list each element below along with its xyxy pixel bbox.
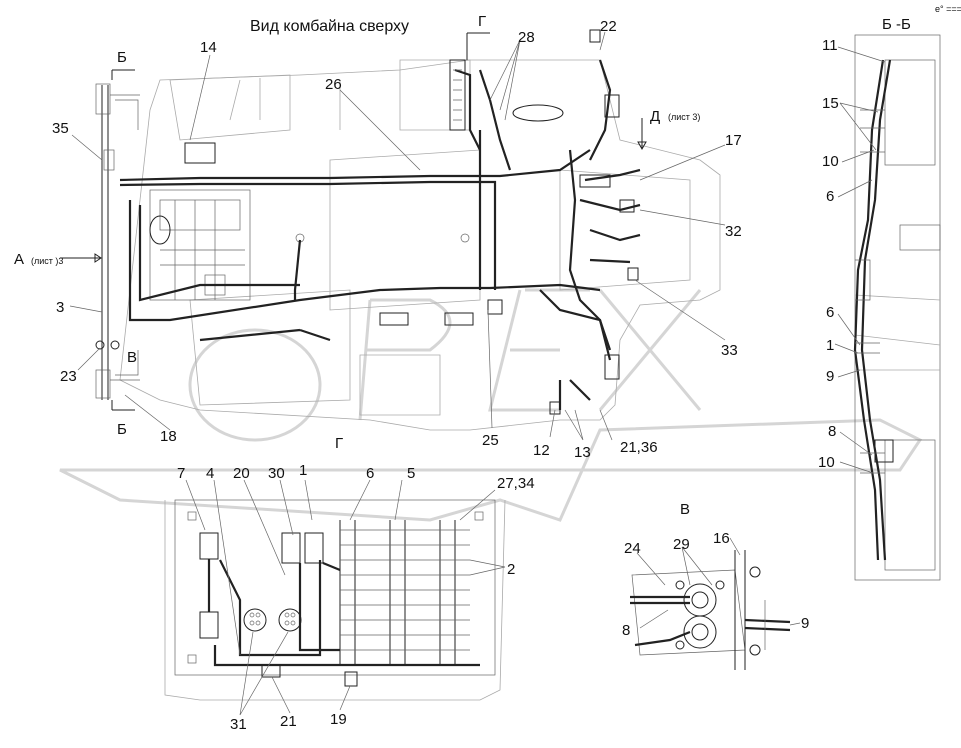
callout-6a: 6 bbox=[826, 188, 834, 205]
view-d-letter: Д bbox=[650, 108, 660, 125]
callout-11: 11 bbox=[822, 37, 838, 54]
callout-29: 29 bbox=[673, 536, 690, 553]
callout-12: 12 bbox=[533, 442, 550, 459]
detail-view-v bbox=[630, 537, 801, 670]
section-mark-b-top: Б bbox=[117, 49, 127, 66]
callout-15: 15 bbox=[822, 95, 839, 112]
callout-17: 17 bbox=[725, 132, 742, 149]
callout-21: 21 bbox=[280, 713, 297, 730]
callout-33: 33 bbox=[721, 342, 738, 359]
leader-lines-main bbox=[69, 31, 726, 441]
view-title-v: В bbox=[680, 501, 690, 518]
section-mark-b-bottom: Б bbox=[117, 421, 127, 438]
callout-30: 30 bbox=[268, 465, 285, 482]
callout-1: 1 bbox=[299, 462, 307, 479]
callout-16: 16 bbox=[713, 530, 730, 547]
callout-1b: 1 bbox=[826, 337, 834, 354]
callout-19: 19 bbox=[330, 711, 347, 728]
callout-27-34: 27,34 bbox=[497, 475, 535, 492]
callout-31: 31 bbox=[230, 716, 247, 733]
callout-5: 5 bbox=[407, 465, 415, 482]
combine-top-view bbox=[60, 29, 721, 431]
callout-22: 22 bbox=[600, 18, 617, 35]
callout-28: 28 bbox=[518, 29, 535, 46]
callout-6: 6 bbox=[366, 465, 374, 482]
callout-14: 14 bbox=[200, 39, 217, 56]
section-title-bb: Б -Б bbox=[882, 16, 911, 33]
watermark-logo bbox=[59, 288, 923, 522]
callout-10b: 10 bbox=[818, 454, 835, 471]
callout-9a: 9 bbox=[826, 368, 834, 385]
callout-9b: 9 bbox=[801, 615, 809, 632]
callout-13: 13 bbox=[574, 444, 591, 461]
callout-8b: 8 bbox=[622, 622, 630, 639]
section-mark-g-top: Г bbox=[478, 13, 486, 30]
callout-32: 32 bbox=[725, 223, 742, 240]
callout-2: 2 bbox=[507, 561, 515, 578]
detail-panel-g bbox=[164, 479, 506, 716]
callout-3: 3 bbox=[56, 299, 64, 316]
callout-23: 23 bbox=[60, 368, 77, 385]
callout-18: 18 bbox=[160, 428, 177, 445]
view-d-sheet: (лист 3) bbox=[668, 112, 700, 122]
callout-21-36: 21,36 bbox=[620, 439, 658, 456]
callout-6b: 6 bbox=[826, 304, 834, 321]
diagram-title: Вид комбайна сверху bbox=[250, 18, 409, 35]
callout-8a: 8 bbox=[828, 423, 836, 440]
section-bb-view bbox=[834, 34, 941, 581]
callout-26: 26 bbox=[325, 76, 342, 93]
corner-mark: e° === bbox=[935, 4, 961, 14]
view-a-letter: А bbox=[14, 251, 24, 268]
view-mark-v: В bbox=[127, 349, 137, 366]
view-a-sheet: (лист )3 bbox=[31, 256, 63, 266]
callout-4: 4 bbox=[206, 465, 214, 482]
section-mark-g-bottom: Г bbox=[335, 435, 343, 452]
callout-20: 20 bbox=[233, 465, 250, 482]
callout-7: 7 bbox=[177, 465, 185, 482]
callout-24: 24 bbox=[624, 540, 641, 557]
callout-10a: 10 bbox=[822, 153, 839, 170]
callout-25: 25 bbox=[482, 432, 499, 449]
callout-35: 35 bbox=[52, 120, 69, 137]
